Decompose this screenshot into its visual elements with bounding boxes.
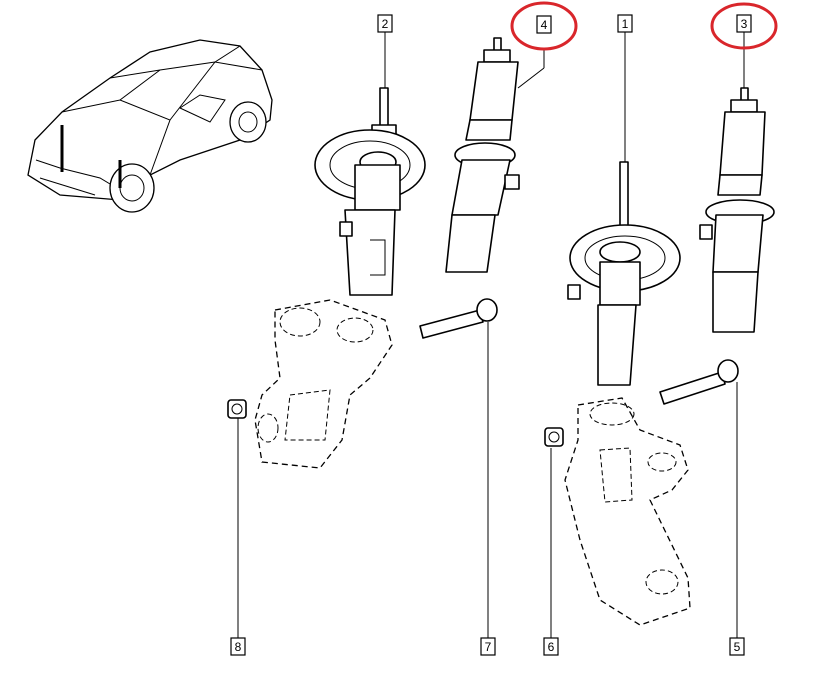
callout-1: 1: [617, 14, 633, 33]
highlight-circle-callout-3: [710, 2, 778, 50]
callout-5: 5: [729, 637, 745, 656]
callout-4: 4: [536, 15, 552, 34]
strut-assembly-left: [314, 87, 426, 296]
vehicle-overview-illustration: [27, 39, 273, 213]
svg-text:5: 5: [734, 640, 741, 654]
nut-left: [227, 399, 247, 419]
callout-3: 3: [736, 14, 752, 33]
callout-2: 2: [377, 14, 393, 33]
svg-text:4: 4: [541, 18, 548, 32]
svg-text:7: 7: [485, 640, 492, 654]
shock-absorber-right: [699, 87, 775, 333]
svg-text:8: 8: [235, 640, 242, 654]
bolt-left: [419, 298, 498, 339]
callout-7: 7: [480, 637, 496, 656]
strut-assembly-right: [567, 161, 681, 386]
svg-text:3: 3: [741, 17, 748, 31]
leader-lines: [237, 32, 745, 638]
svg-text:6: 6: [548, 640, 555, 654]
callout-6: 6: [543, 637, 559, 656]
bolt-right: [659, 359, 739, 405]
nut-right: [544, 427, 564, 447]
steering-knuckle-left: [254, 299, 393, 469]
shock-absorber-left: [445, 37, 520, 273]
svg-text:1: 1: [622, 17, 629, 31]
svg-text:2: 2: [382, 17, 389, 31]
callout-8: 8: [230, 637, 246, 656]
highlight-circle-callout-4: [510, 1, 578, 51]
steering-knuckle-right: [564, 397, 691, 626]
